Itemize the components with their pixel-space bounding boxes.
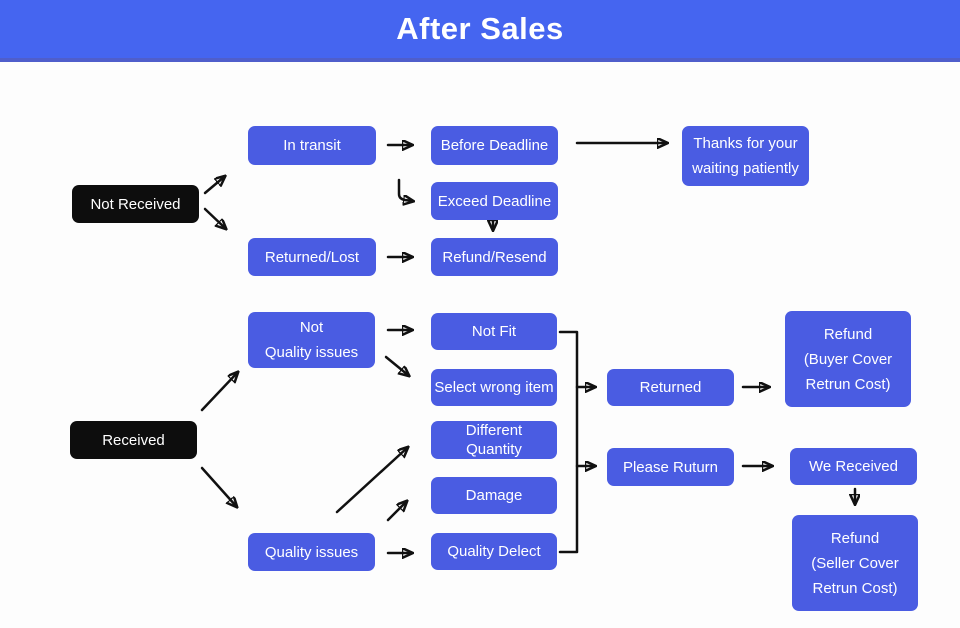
node-returned-lost: Returned/Lost — [248, 238, 376, 276]
node-label-line1: Not — [299, 319, 324, 336]
node-label: Before Deadline — [440, 137, 549, 154]
node-before-deadline: Before Deadline — [431, 126, 558, 165]
arrow-notquality-selectwrong — [384, 355, 408, 375]
node-label-line2: Quantity — [466, 441, 522, 458]
arrow-received-quality — [200, 466, 236, 506]
header-bar: After Sales — [0, 0, 960, 62]
node-label: Not Fit — [471, 323, 517, 340]
node-select-wrong-item: Select wrong item — [431, 369, 557, 406]
node-label: Please Ruturn — [622, 458, 719, 476]
node-label: Received — [102, 431, 165, 449]
node-label: We Received — [809, 458, 898, 475]
node-label: In transit — [283, 137, 341, 154]
node-not-received: Not Received — [72, 185, 199, 223]
node-received: Received — [70, 421, 197, 459]
node-label-line1: Refund — [830, 529, 880, 547]
node-thanks-waiting: Thanks for your waiting patiently — [682, 126, 809, 186]
node-not-quality-issues: Not Quality issues — [248, 312, 375, 368]
node-label-line2: waiting patiently — [692, 160, 799, 177]
node-returned: Returned — [607, 369, 734, 406]
node-exceed-deadline: Exceed Deadline — [431, 182, 558, 220]
node-label-line2: Quality issues — [264, 344, 359, 361]
node-refund-resend: Refund/Resend — [431, 238, 558, 276]
node-not-fit: Not Fit — [431, 313, 557, 350]
node-label: Returned — [639, 379, 702, 396]
arrow-quality-differentquantity — [335, 448, 407, 514]
node-label: Quality Delect — [447, 543, 541, 560]
arrow-notreceived-intransit — [203, 177, 224, 195]
arrow-notreceived-returnedlost — [203, 207, 225, 228]
node-label-line3: Retrun Cost) — [805, 375, 891, 393]
node-label: Refund/Resend — [442, 248, 547, 266]
node-label-line3: Retrun Cost) — [812, 579, 898, 597]
node-refund-buyer-cover: Refund (Buyer Cover Retrun Cost) — [785, 311, 911, 407]
arrow-elbow-exceeddeadline — [397, 178, 412, 201]
node-label-line1: Thanks for your — [693, 135, 798, 152]
node-different-quantity: Different Quantity — [431, 421, 557, 459]
page-title: After Sales — [396, 11, 564, 46]
node-label-line1: Refund — [823, 325, 873, 343]
node-label: Quality issues — [264, 543, 359, 561]
node-label-line2: (Buyer Cover — [803, 350, 893, 368]
node-quality-issues: Quality issues — [248, 533, 375, 571]
node-refund-seller-cover: Refund (Seller Cover Retrun Cost) — [792, 515, 918, 611]
node-label-line1: Different — [465, 422, 523, 439]
node-damage: Damage — [431, 477, 557, 514]
node-please-ruturn: Please Ruturn — [607, 448, 734, 486]
arrow-received-notquality — [200, 373, 237, 412]
bracket-issues-group — [558, 330, 579, 554]
node-we-received: We Received — [790, 448, 917, 485]
node-label: Damage — [465, 487, 523, 504]
node-quality-delect: Quality Delect — [431, 533, 557, 570]
node-label-line2: (Seller Cover — [811, 554, 899, 572]
node-in-transit: In transit — [248, 126, 376, 165]
node-label: Exceed Deadline — [437, 192, 552, 210]
arrow-quality-damage — [386, 502, 406, 522]
node-label: Not Received — [90, 195, 181, 213]
node-label: Select wrong item — [434, 379, 554, 396]
node-label: Returned/Lost — [264, 248, 360, 266]
